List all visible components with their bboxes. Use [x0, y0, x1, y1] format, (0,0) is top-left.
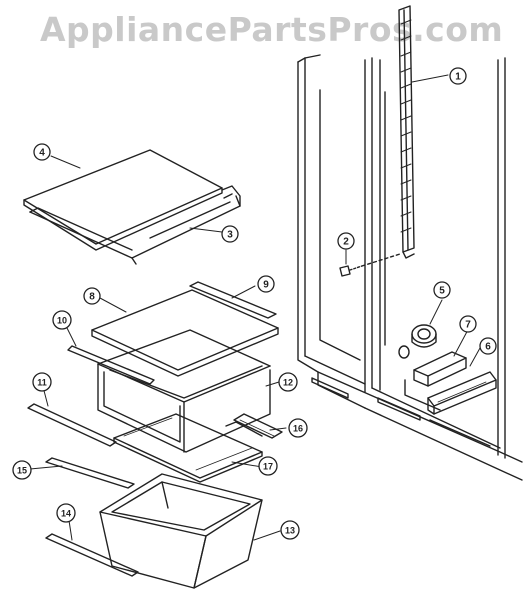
callout-3-label: 3	[227, 230, 233, 241]
callout-2: 2	[337, 232, 355, 250]
part-12-crisper-drawer-upper	[97, 329, 271, 453]
callout-1-label: 1	[455, 72, 461, 83]
callout-17: 17	[258, 456, 278, 476]
callout-11: 11	[32, 372, 52, 392]
callout-4-circle	[33, 143, 51, 161]
callout-3-circle	[221, 225, 239, 243]
callout-15: 15	[12, 460, 32, 480]
callout-4-label: 4	[39, 148, 45, 159]
cabinet-liner	[297, 54, 523, 481]
callout-5-label: 5	[439, 286, 445, 297]
callout-7-circle	[459, 315, 477, 333]
callout-6: 6	[479, 337, 497, 355]
callout-14-label: 14	[61, 509, 71, 519]
callout-5: 5	[433, 281, 451, 299]
part-3-shelf-frame	[29, 185, 241, 265]
callout-11-label: 11	[37, 378, 47, 388]
part-2-screw	[339, 253, 401, 277]
part-15-rail	[45, 457, 135, 489]
callout-17-circle	[258, 456, 278, 476]
callout-9-label: 9	[263, 280, 269, 291]
callout-16: 16	[288, 418, 308, 438]
callout-12-circle	[278, 372, 298, 392]
part-6-cover	[427, 371, 497, 415]
callout-8-label: 8	[89, 292, 95, 303]
callout-13-circle	[280, 520, 300, 540]
callout-12: 12	[278, 372, 298, 392]
callout-7: 7	[459, 315, 477, 333]
callout-16-label: 16	[293, 424, 303, 434]
part-9-trim-strip	[189, 281, 277, 319]
callout-5-circle	[433, 281, 451, 299]
part-16-slide	[233, 413, 283, 439]
callout-13: 13	[280, 520, 300, 540]
callout-4: 4	[33, 143, 51, 161]
leader-lines	[29, 74, 481, 541]
callout-8: 8	[83, 287, 101, 305]
callout-9: 9	[257, 275, 275, 293]
callout-17-label: 17	[263, 462, 273, 472]
callout-2-circle	[337, 232, 355, 250]
part-14-rail	[45, 533, 139, 577]
callout-1: 1	[449, 67, 467, 85]
part-4-glass-shelf-top	[23, 149, 223, 251]
callout-10-circle	[52, 310, 72, 330]
callout-10-label: 10	[57, 316, 67, 326]
part-8-crisper-cover	[91, 289, 279, 377]
part-13-crisper-drawer-lower	[99, 473, 263, 589]
callout-8-circle	[83, 287, 101, 305]
callout-9-circle	[257, 275, 275, 293]
part-1-shelf-ladder	[398, 5, 415, 259]
callout-13-label: 13	[285, 526, 295, 536]
part-5-control-knob	[398, 324, 437, 359]
callout-2-label: 2	[343, 237, 349, 248]
callout-14-circle	[56, 503, 76, 523]
callout-6-circle	[479, 337, 497, 355]
callout-7-label: 7	[465, 320, 471, 331]
callout-1-circle	[449, 67, 467, 85]
callout-12-label: 12	[283, 378, 293, 388]
callout-16-circle	[288, 418, 308, 438]
callout-11-circle	[32, 372, 52, 392]
part-17-support-frame	[113, 413, 263, 483]
callout-10: 10	[52, 310, 72, 330]
part-7-bracket	[413, 351, 467, 387]
callout-3: 3	[221, 225, 239, 243]
watermark: AppliancePartsPros.com	[40, 10, 504, 49]
callout-15-label: 15	[17, 466, 27, 476]
callout-15-circle	[12, 460, 32, 480]
part-11-slide-rail	[27, 403, 117, 447]
callout-14: 14	[56, 503, 76, 523]
part-10-front-trim	[67, 345, 155, 385]
callout-6-label: 6	[485, 342, 491, 353]
